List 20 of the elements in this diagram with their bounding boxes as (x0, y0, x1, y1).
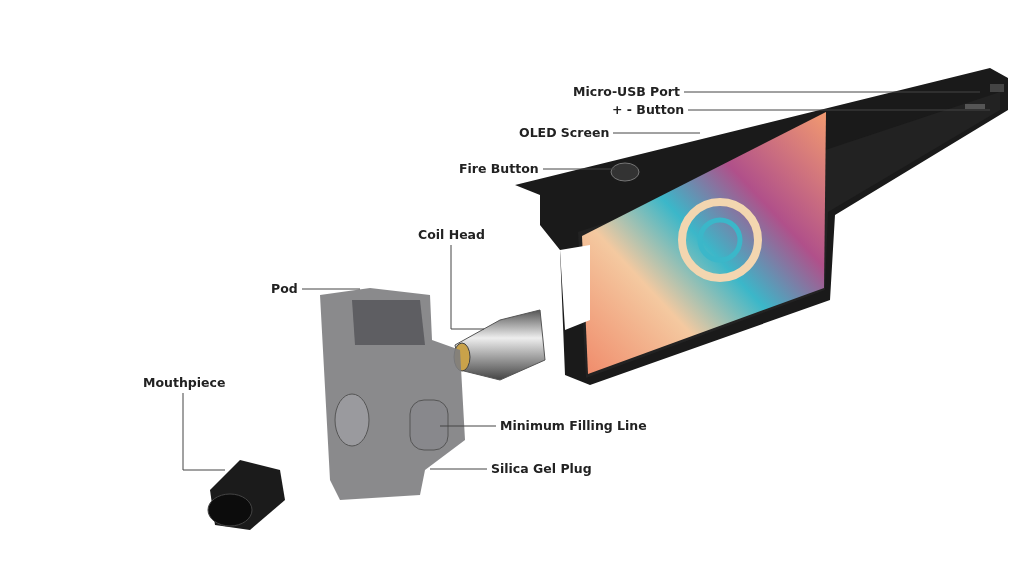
part-label: Micro-USB Port (573, 84, 680, 100)
coil-head-drawing (453, 309, 546, 381)
leader-line (542, 168, 616, 170)
part-label: Mouthpiece (143, 375, 226, 391)
part-label: Minimum Filling Line (500, 418, 647, 434)
leader-line (182, 392, 226, 471)
leader-line (683, 91, 981, 93)
part-label: Coil Head (418, 227, 485, 243)
leader-line (429, 468, 488, 470)
leader-line (450, 244, 485, 330)
leader-line (687, 109, 991, 111)
pod-drawing (320, 288, 465, 500)
leader-line (301, 288, 361, 290)
part-label: Silica Gel Plug (491, 461, 592, 477)
part-label: OLED Screen (519, 125, 610, 141)
part-label: Fire Button (459, 161, 539, 177)
part-label: + - Button (612, 102, 685, 118)
leader-line (439, 425, 497, 427)
leader-line (612, 132, 701, 134)
part-label: Pod (271, 281, 298, 297)
